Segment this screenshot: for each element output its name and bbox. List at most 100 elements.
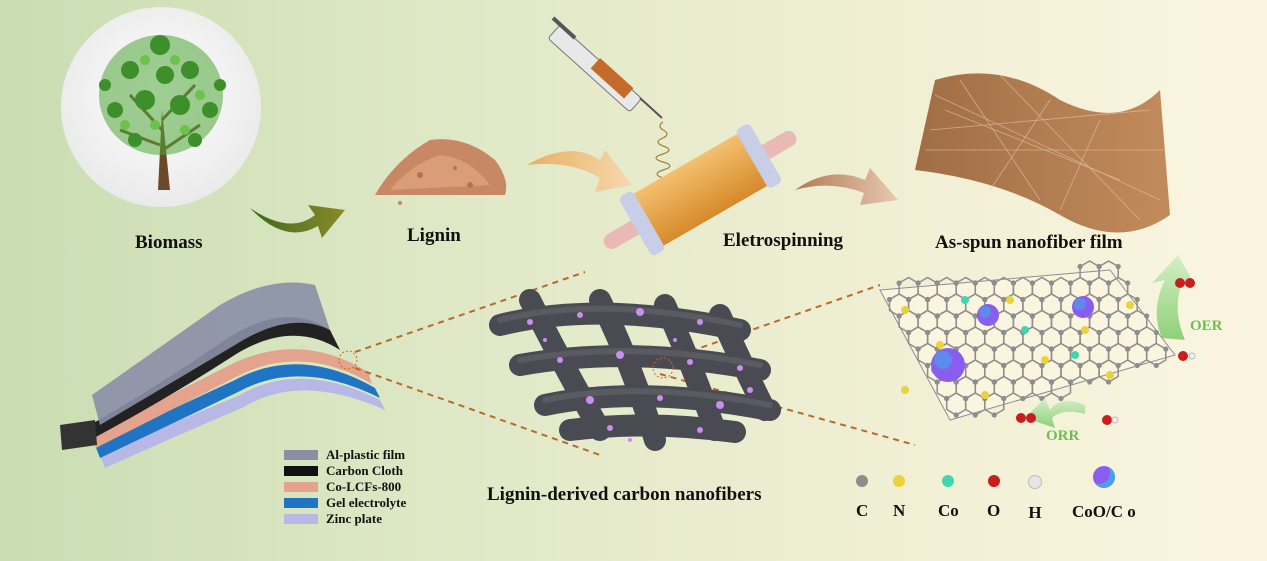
graphene-hexagon [984, 392, 1005, 416]
carbon-atom [906, 329, 912, 336]
carbon-atom [1106, 280, 1112, 286]
carbon-atom [953, 412, 959, 418]
oer-label: OER [1190, 318, 1223, 334]
atom-label: H [1028, 503, 1042, 522]
carbon-atom [1067, 280, 1074, 286]
carbon-atom [1067, 346, 1074, 352]
carbon-atom [1106, 313, 1112, 319]
carbon-atom [972, 346, 978, 352]
carbon-atom [1153, 362, 1159, 369]
carbon-atom [1039, 296, 1045, 303]
roller-collector [603, 124, 797, 256]
legend-atom-h: H [1028, 475, 1042, 523]
carbon-atom [963, 329, 969, 336]
carbon-atom [1067, 379, 1074, 385]
graphene-hexagon [1050, 375, 1072, 400]
legend-item-al-plastic: Al-plastic film [284, 447, 405, 463]
carbon-atom [1087, 346, 1093, 352]
step-label-electrospinning: Eletrospinning [723, 230, 844, 251]
legend-atom-coo-co: CoO/C o [1072, 466, 1136, 522]
fiber-zoom-marker [652, 357, 674, 379]
legend-item-carbon-cloth: Carbon Cloth [284, 463, 403, 479]
nitrogen-atom-icon [893, 475, 906, 487]
syringe-illustration [548, 16, 663, 119]
o2-molecule-top [1175, 278, 1195, 288]
legend-label: Zinc plate [326, 511, 382, 526]
atom-label: N [893, 501, 906, 520]
carbon-atom [972, 379, 978, 385]
carbon-atom [982, 362, 988, 369]
carbon-atom [906, 296, 912, 303]
arrow-lignin-to-electrospinning [527, 150, 632, 192]
legend-label: Al-plastic film [326, 447, 406, 462]
carbon-atom [1020, 362, 1026, 369]
carbon-atom [963, 395, 969, 402]
doped-graphene-sheet [879, 260, 1176, 421]
carbon-atom [1106, 379, 1112, 385]
carbon-atom-icon [856, 475, 869, 487]
carbon-atom [1039, 395, 1045, 402]
battery-zoom-marker [338, 350, 358, 370]
carbon-atom [915, 346, 921, 352]
legend-swatch [284, 466, 318, 476]
lignin-powder-pile [375, 139, 507, 205]
carbon-atom [953, 379, 959, 385]
carbon-atom [972, 280, 978, 286]
electrospinning-jet [655, 121, 671, 179]
carbon-atom [991, 346, 997, 352]
carbon-atom [1115, 362, 1121, 369]
carbon-atom [1077, 362, 1083, 369]
carbon-atom [925, 296, 931, 303]
legend-item-gel-electrolyte: Gel electrolyte [284, 495, 406, 511]
carbon-atom [1134, 296, 1140, 303]
carbon-atom [934, 379, 940, 385]
legend-swatch [284, 482, 318, 492]
carbon-atom [1096, 362, 1102, 369]
atom-label: C [856, 501, 869, 520]
legend-swatch [284, 450, 318, 460]
carbon-atom [1029, 379, 1035, 385]
carbon-atom [1096, 263, 1102, 270]
carbon-atom [1020, 296, 1026, 303]
graphene-hexagon [1145, 342, 1167, 367]
carbon-atom [982, 296, 988, 303]
legend-atom-co: Co [938, 475, 959, 521]
carbon-atom [1039, 362, 1045, 369]
carbon-atom [896, 280, 902, 286]
legend-swatch [284, 498, 318, 508]
legend-atom-c: C [856, 475, 868, 521]
carbon-atom [972, 412, 978, 418]
carbon-atom [1115, 296, 1121, 303]
carbon-atom [1067, 313, 1074, 319]
legend-label: Carbon Cloth [326, 463, 403, 478]
cobalt-atom-icon [942, 475, 955, 487]
o2-molecule-bottom [1016, 413, 1036, 423]
carbon-atom [886, 296, 893, 303]
carbon-atom [953, 280, 959, 286]
carbon-atom [1106, 346, 1112, 352]
atom-label: Co [938, 501, 959, 520]
carbon-atom [1125, 346, 1131, 352]
carbon-atom [1115, 329, 1121, 336]
carbon-atom [934, 313, 940, 319]
carbon-atom [1001, 329, 1007, 336]
carbon-atom [1048, 346, 1055, 352]
carbon-atom [944, 329, 950, 336]
carbon-atom [1134, 329, 1140, 336]
carbon-atom [1134, 362, 1140, 369]
carbon-atom [991, 379, 997, 385]
carbon-atom [1096, 329, 1102, 336]
carbon-atom [1029, 346, 1035, 352]
legend-label: Co-LCFs-800 [326, 479, 402, 494]
carbon-atom [944, 395, 950, 402]
legend-atom-n: N [893, 475, 905, 521]
hydrogen-atom-icon [1028, 475, 1042, 489]
carbon-atom [1096, 296, 1102, 303]
carbon-atom [934, 280, 940, 286]
legend-swatch [284, 514, 318, 524]
tree-illustration [61, 7, 261, 207]
carbon-atom [1115, 263, 1121, 270]
carbon-atom [953, 313, 959, 319]
carbon-atom [915, 280, 921, 286]
